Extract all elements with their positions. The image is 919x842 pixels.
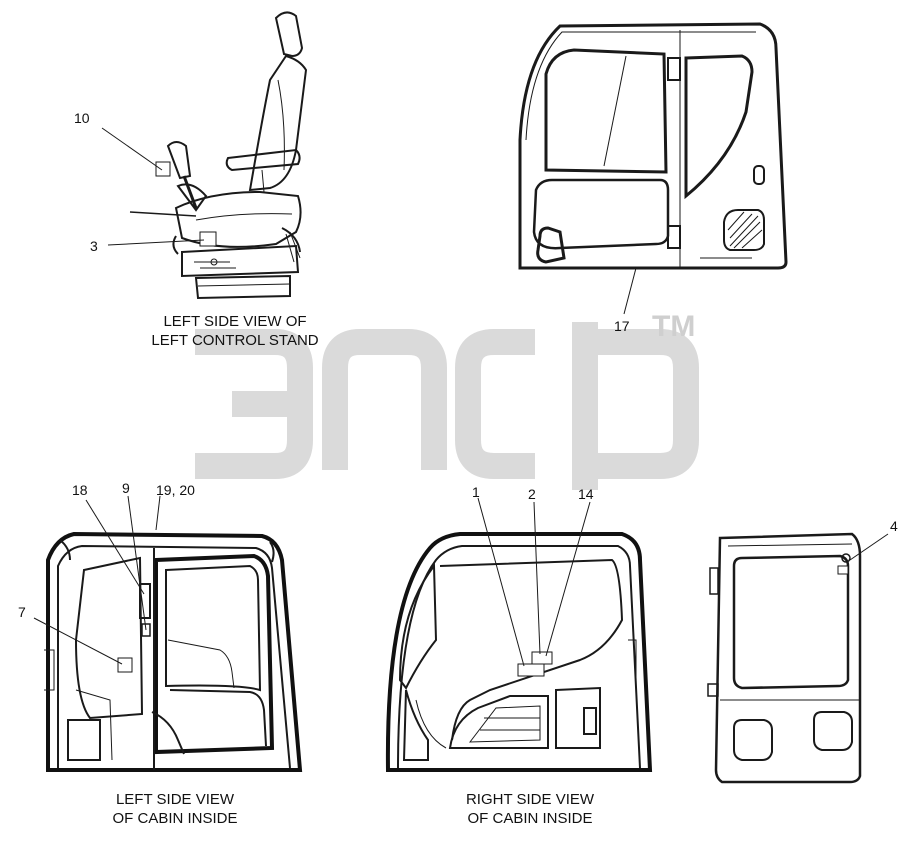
watermark-logo xyxy=(195,322,699,490)
cabin-exterior-drawing xyxy=(518,22,788,270)
leader-2 xyxy=(533,501,541,655)
leader-3 xyxy=(107,239,205,246)
caption-line: OF CABIN INSIDE xyxy=(467,810,593,827)
leader-17 xyxy=(623,267,637,315)
leader-18 xyxy=(85,499,145,595)
callout-17: 17 xyxy=(614,318,630,334)
callout-19-20: 19, 20 xyxy=(156,482,195,498)
callout-1: 1 xyxy=(472,484,480,500)
leader-9 xyxy=(127,495,147,631)
callout-10: 10 xyxy=(74,110,90,126)
caption-right-cabin-inside: RIGHT SIDE VIEW OF CABIN INSIDE xyxy=(440,790,620,828)
caption-line: LEFT SIDE VIEW xyxy=(115,791,235,808)
leader-10 xyxy=(101,127,163,171)
leader-4 xyxy=(849,533,889,561)
caption-line: LEFT CONTROL STAND xyxy=(151,332,319,349)
callout-9: 9 xyxy=(122,480,130,496)
leader-14 xyxy=(545,501,591,657)
callout-7: 7 xyxy=(18,604,26,620)
leader-1 xyxy=(477,497,525,667)
left-control-stand-drawing xyxy=(129,11,308,300)
watermark-tm: TM xyxy=(652,310,696,343)
caption-line: OF CABIN INSIDE xyxy=(112,810,238,827)
leader-7 xyxy=(33,617,123,665)
rear-panel-drawing xyxy=(707,532,862,784)
leader-lines xyxy=(33,127,889,667)
caption-left-control-stand: LEFT SIDE VIEW OF LEFT CONTROL STAND xyxy=(140,312,330,350)
callout-4: 4 xyxy=(890,518,898,534)
left-cabin-inside-drawing xyxy=(44,531,303,772)
caption-left-cabin-inside: LEFT SIDE VIEW OF CABIN INSIDE xyxy=(90,790,260,828)
caption-line: LEFT SIDE VIEW OF xyxy=(163,313,307,330)
callout-3: 3 xyxy=(90,238,98,254)
callout-2: 2 xyxy=(528,486,536,502)
caption-line: RIGHT SIDE VIEW xyxy=(465,791,595,808)
callout-18: 18 xyxy=(72,482,88,498)
callout-14: 14 xyxy=(578,486,594,502)
right-cabin-inside-drawing xyxy=(385,532,653,772)
leader-19-20 xyxy=(155,495,161,531)
